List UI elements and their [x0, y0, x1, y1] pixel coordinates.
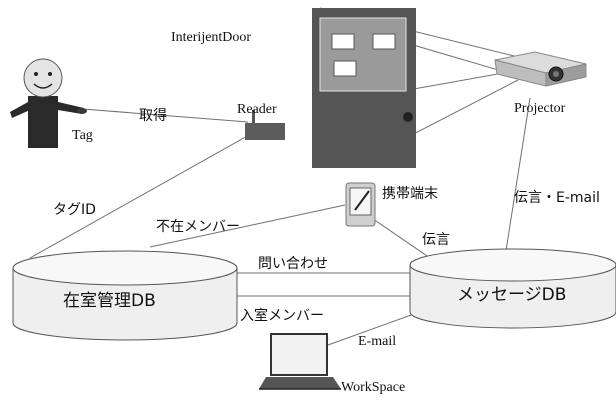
laptop-to-message-db-line [327, 309, 426, 346]
person-smile [33, 83, 53, 89]
tag-chip [77, 108, 87, 114]
reader-body [245, 123, 285, 140]
laptop-icon [259, 333, 341, 390]
message-database-icon [409, 248, 616, 329]
presence-db-to-mobile-line [149, 204, 346, 248]
person-head [23, 58, 63, 98]
projector-to-message-db-line [504, 97, 531, 258]
laptop-base [259, 377, 341, 389]
mobile-label: 携帯端末 [382, 186, 438, 202]
door-window-3 [333, 60, 357, 77]
projector-lens-inner [553, 71, 559, 77]
door-to-projector-line-4 [401, 79, 519, 141]
door-label: InterijentDoor [171, 30, 251, 45]
person-left-arm [10, 102, 30, 118]
person-left-eye [34, 72, 38, 76]
mobile-stylus [354, 190, 370, 211]
door-knob [403, 112, 413, 122]
person-body [28, 96, 58, 148]
message-label: 伝言 [422, 232, 450, 248]
message-email-label: 伝言・E-mail [514, 190, 600, 206]
present-members-label: 入室メンバー [240, 307, 324, 324]
presence-db-cylinder [12, 268, 238, 341]
message-db-cylinder [409, 265, 616, 329]
reader-label: Reader [237, 102, 277, 117]
labels: InterijentDoor Projector Reader Tag 取得 タ… [53, 30, 600, 395]
reader-icon [245, 110, 285, 140]
mobile-icon [345, 182, 376, 227]
person-icon [10, 58, 87, 148]
person-right-eye [48, 72, 52, 76]
absent-members-label: 不在メンバー [156, 219, 240, 235]
message-db-top [409, 248, 616, 282]
tag-label: Tag [72, 128, 93, 143]
message-db-label: メッセージDB [457, 285, 566, 305]
email-label: E-mail [358, 334, 396, 349]
door-panel [319, 17, 407, 92]
presence-db-to-reader-line [29, 129, 259, 259]
inquiry-label: 問い合わせ [258, 256, 328, 272]
database-icon [12, 250, 238, 341]
reader-antenna [252, 110, 255, 125]
tag-id-label: タグID [53, 202, 96, 218]
presence-db-label: 在室管理DB [63, 291, 156, 311]
door-icon [312, 8, 416, 168]
projector-icon [494, 51, 587, 87]
projector-label: Projector [514, 101, 566, 116]
acquire-label: 取得 [139, 107, 167, 124]
workspace-label: WorkSpace [341, 380, 405, 395]
laptop-screen [270, 333, 328, 376]
door-window-1 [331, 33, 355, 50]
presence-db-top [12, 250, 238, 286]
door-window-2 [372, 33, 396, 50]
tag-to-reader-line [69, 107, 249, 123]
